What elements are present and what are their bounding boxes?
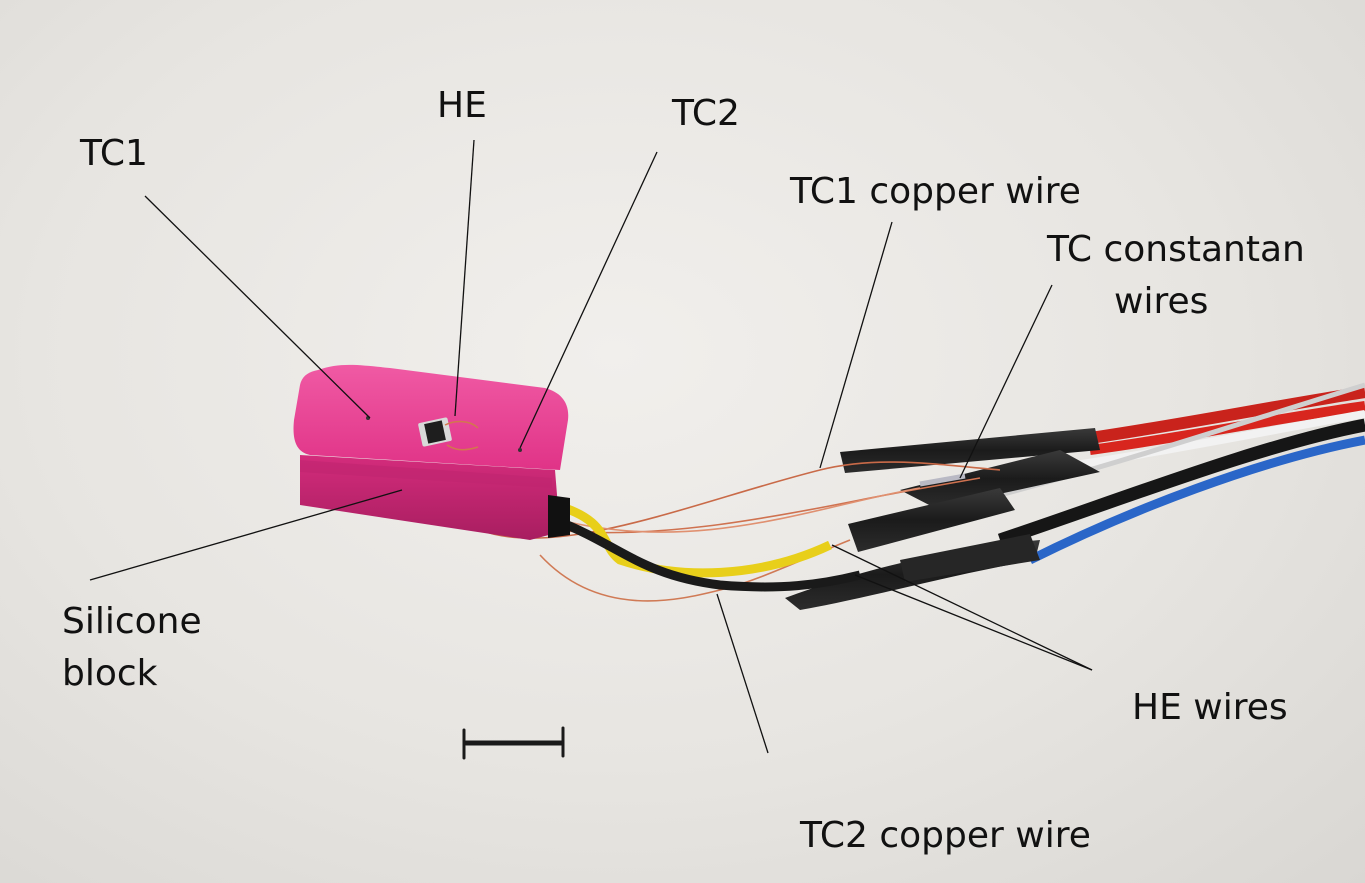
- tc-constantan-leader-line: [959, 284, 1053, 479]
- silicone-block: [293, 364, 570, 540]
- heating-element: [366, 416, 522, 452]
- tc1-label: TC1: [80, 133, 148, 174]
- tc1-copper-wire-label: TC1 copper wire: [790, 171, 1081, 212]
- heat-shrink-sleeves: [785, 428, 1100, 610]
- tc2-copper-wire-label: TC2 copper wire: [800, 815, 1091, 856]
- silicone-leader-line: [89, 489, 403, 581]
- tc1-leader-line: [144, 195, 371, 419]
- he-leader-line: [454, 139, 475, 417]
- he-wires-leader-line-1: [831, 544, 1093, 671]
- tc2-copper-leader-line: [716, 593, 769, 754]
- silicone-block-label-line2: block: [62, 653, 158, 694]
- he-wires-leader-line-2: [854, 574, 1093, 671]
- tc2-label: TC2: [672, 93, 740, 134]
- tc-constantan-label-line2: wires: [1114, 281, 1209, 322]
- he-wire-pair: [553, 500, 862, 592]
- silicone-block-label-line1: Silicone: [62, 601, 202, 642]
- he-wires-label: HE wires: [1132, 687, 1288, 728]
- tc-constantan-label-line1: TC constantan: [1047, 229, 1305, 270]
- tc1-copper-leader-line: [819, 221, 893, 469]
- he-label: HE: [437, 85, 487, 126]
- leader-lines: [89, 139, 1093, 754]
- tc2-leader-line: [519, 151, 658, 449]
- scale-bar: [462, 726, 565, 760]
